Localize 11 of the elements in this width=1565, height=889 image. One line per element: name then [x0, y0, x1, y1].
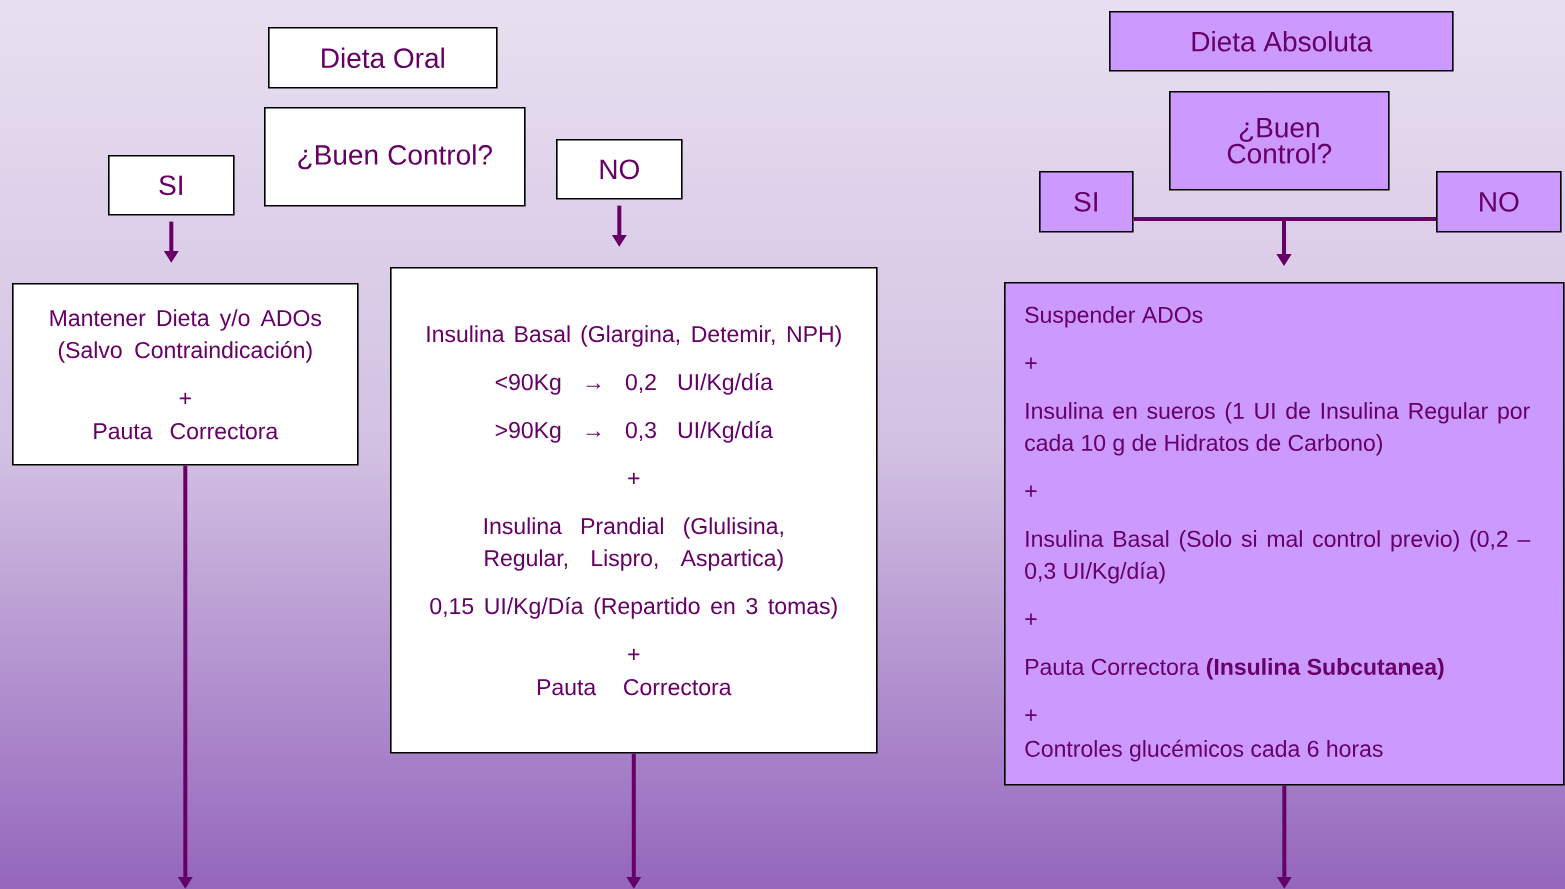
answer-box: NO — [556, 139, 683, 200]
answer-box: SI — [1039, 171, 1134, 233]
treatment-box: Suspender ADOs + Insulina en sueros (1 UI de Insulina Regular por cada 10 g de Hidratos de Carbono) + Insulina Basal (Solo si mal control previo) (0,2 – 0,3 UI/Kg/día) + Pauta Correctora (Insulina Subcutanea) + Controles glucémicos cada 6 horas — [1004, 282, 1565, 786]
diet-box: Dieta Absoluta — [1109, 11, 1454, 72]
answer-box: NO — [1436, 171, 1562, 233]
question-box: ¿Buen Control? — [264, 107, 526, 207]
diet-box: Dieta Oral — [268, 27, 498, 89]
question-box: ¿Buen Control? — [1169, 91, 1390, 191]
treatment-box: Insulina Basal (Glargina, Detemir, NPH) <90Kg → 0,2 UI/Kg/día >90Kg → 0,3 UI/Kg/día + Insulina Prandial (Glulisina, Regular, Lispro, Aspartica) 0,15 UI/Kg/Día (Repartido en 3 tomas) + Pauta Correctora — [390, 267, 878, 754]
answer-box: SI — [108, 155, 235, 216]
treatment-box: Mantener Dieta y/o ADOs (Salvo Contraindicación) + Pauta Correctora — [12, 283, 359, 466]
